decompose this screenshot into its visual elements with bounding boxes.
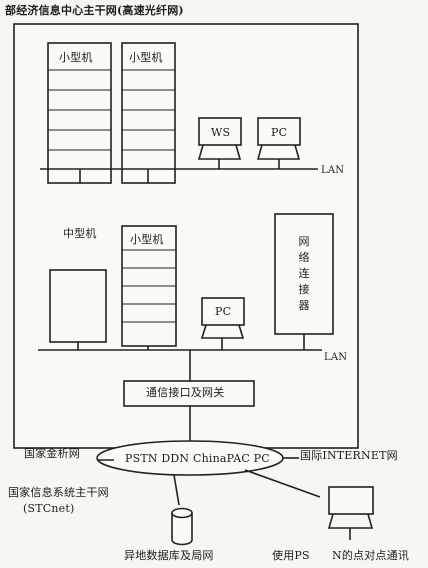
cabinet-2	[121, 42, 176, 184]
ps-label: 使用PS	[272, 549, 310, 562]
pc-terminal-bottom	[200, 297, 245, 350]
pc-terminal-top	[256, 117, 301, 169]
network-connector-label: 网络连接器	[298, 235, 310, 312]
p2p-label: N的点对点通讯	[332, 549, 410, 562]
pc-terminal-p2p	[327, 486, 374, 540]
gateway-box	[123, 380, 255, 407]
cabinet-1-label: 小型机	[59, 51, 93, 64]
midsize-machine	[49, 269, 107, 343]
stcnet-label: (STCnet)	[23, 502, 75, 515]
wan-label: PSTN DDN ChinaPAC PC	[125, 452, 270, 465]
ws-label: WS	[211, 126, 231, 139]
pc-label-top: PC	[271, 126, 288, 139]
lan-label-bottom: LAN	[324, 352, 348, 363]
database-icon	[171, 507, 193, 546]
cabinet-1	[47, 42, 112, 184]
lan-label-top: LAN	[321, 165, 345, 176]
cabinet-2-label: 小型机	[129, 51, 163, 64]
diagram-title: 部经济信息中心主干网(高速光纤网)	[5, 4, 184, 17]
internet-label: 国际INTERNET网	[300, 449, 398, 462]
cabinet-3-label: 小型机	[130, 233, 164, 246]
network-connector	[274, 213, 334, 335]
national-finance-net-label: 国家金析网	[24, 447, 80, 460]
ws-terminal	[197, 117, 242, 169]
remote-db-label: 异地数据库及局网	[124, 549, 214, 562]
pc-label-bottom: PC	[215, 305, 232, 318]
midsize-label: 中型机	[63, 227, 97, 240]
gateway-label: 通信接口及网关	[146, 386, 225, 399]
national-info-backbone-label: 国家信息系统主干网	[8, 486, 109, 499]
